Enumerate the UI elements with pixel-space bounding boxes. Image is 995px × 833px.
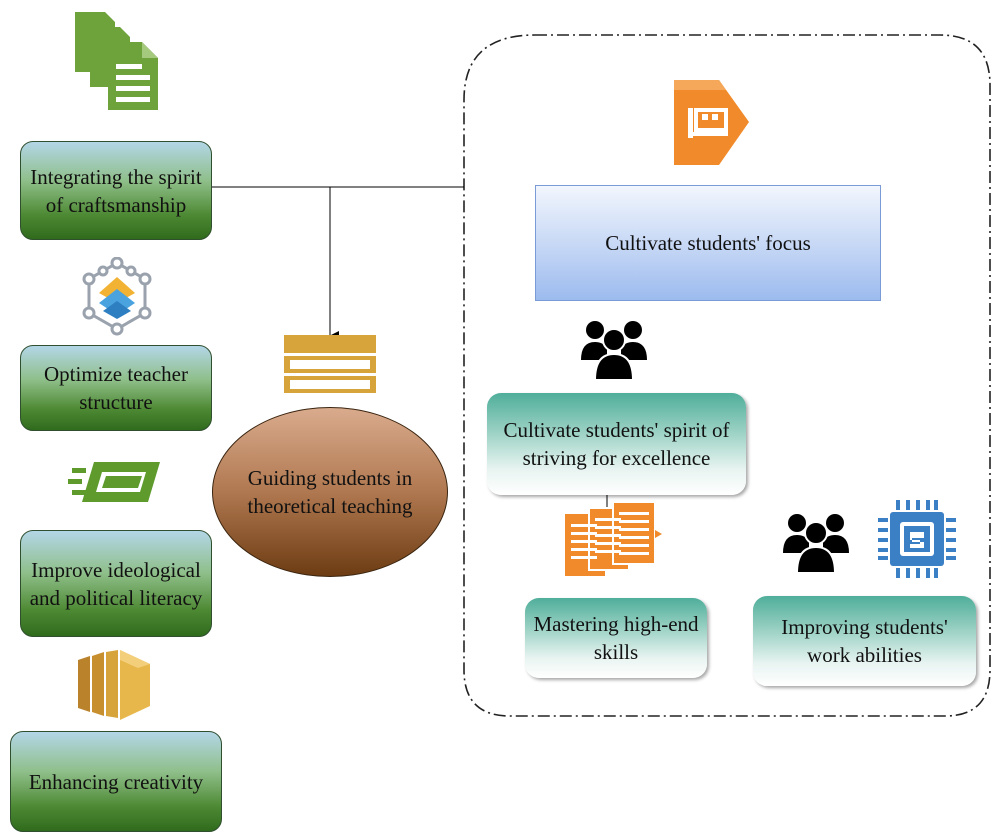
cultivate-focus-label: Cultivate students' focus [605, 231, 811, 255]
chip-icon [878, 500, 956, 578]
improve-literacy-box: Improve ideological and political litera… [20, 530, 212, 637]
striving-excellence-label: Cultivate students' spirit of striving f… [503, 418, 730, 470]
mastering-skills-box: Mastering high-end skills [525, 598, 707, 678]
cultivate-focus-box: Cultivate students' focus [535, 185, 881, 301]
amazon-blocks-icon [78, 650, 150, 720]
enhancing-creativity-label: Enhancing creativity [28, 769, 204, 794]
optimize-teacher-structure-box: Optimize teacher structure [20, 345, 212, 431]
guiding-students-label: Guiding students in theoretical teaching [247, 466, 413, 518]
network-layers-icon [82, 257, 152, 336]
people-group-icon [783, 514, 849, 573]
dashed-panel-border [463, 34, 991, 717]
people-group-icon [581, 321, 647, 380]
striving-excellence-box: Cultivate students' spirit of striving f… [487, 393, 746, 495]
improve-literacy-label: Improve ideological and political litera… [29, 557, 203, 610]
mastering-skills-label: Mastering high-end skills [533, 612, 699, 664]
improving-work-abilities-box: Improving students' work abilities [753, 596, 976, 686]
integrating-craftsmanship-label: Integrating the spirit of craftsmanship [30, 164, 202, 217]
orange-documents-icon [565, 501, 662, 576]
arrow-card-icon [674, 80, 749, 165]
integrating-craftsmanship-box: Integrating the spirit of craftsmanship [20, 141, 212, 240]
enhancing-creativity-box: Enhancing creativity [10, 731, 222, 832]
improving-work-abilities-label: Improving students' work abilities [781, 615, 948, 667]
card-speed-icon [68, 462, 160, 502]
stacked-bars-icon [284, 335, 376, 393]
optimize-teacher-structure-label: Optimize teacher structure [43, 362, 188, 414]
guiding-students-oval: Guiding students in theoretical teaching [212, 407, 448, 577]
documents-icon [75, 12, 158, 110]
